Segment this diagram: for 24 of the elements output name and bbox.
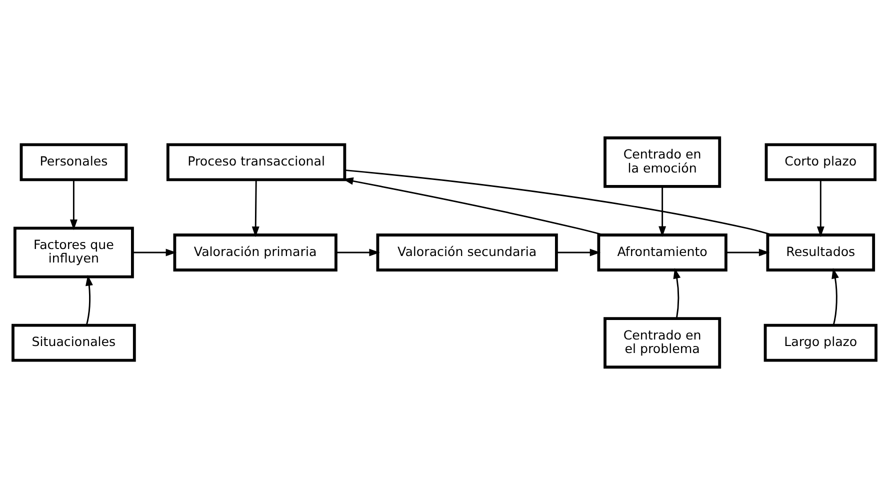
node-box: Valoración secundaria bbox=[376, 233, 558, 271]
node-box: Largo plazo bbox=[764, 323, 878, 362]
node-box: Situacionales bbox=[12, 323, 136, 362]
arrow bbox=[673, 267, 681, 318]
arrow bbox=[86, 274, 93, 325]
node-box: Afrontamiento bbox=[597, 233, 728, 271]
arrow bbox=[726, 248, 770, 256]
arrow bbox=[252, 179, 260, 237]
node-box: Proceso transaccional bbox=[166, 142, 346, 181]
arrow bbox=[132, 248, 177, 256]
node-box: Resultados bbox=[766, 233, 876, 271]
arrow bbox=[816, 179, 824, 237]
node-box: Centrado en el problema bbox=[604, 316, 722, 368]
arrow bbox=[556, 248, 601, 256]
node-box: Centrado en la emoción bbox=[604, 136, 722, 188]
arrow bbox=[336, 248, 380, 256]
arrow bbox=[70, 179, 78, 230]
node-box: Corto plazo bbox=[764, 142, 876, 181]
arrow bbox=[832, 267, 839, 325]
node-box: Personales bbox=[20, 142, 128, 181]
node-box: Valoración primaria bbox=[173, 233, 338, 271]
node-box: Factores que influyen bbox=[13, 226, 134, 278]
arrow bbox=[658, 186, 666, 236]
connector bbox=[344, 168, 773, 236]
